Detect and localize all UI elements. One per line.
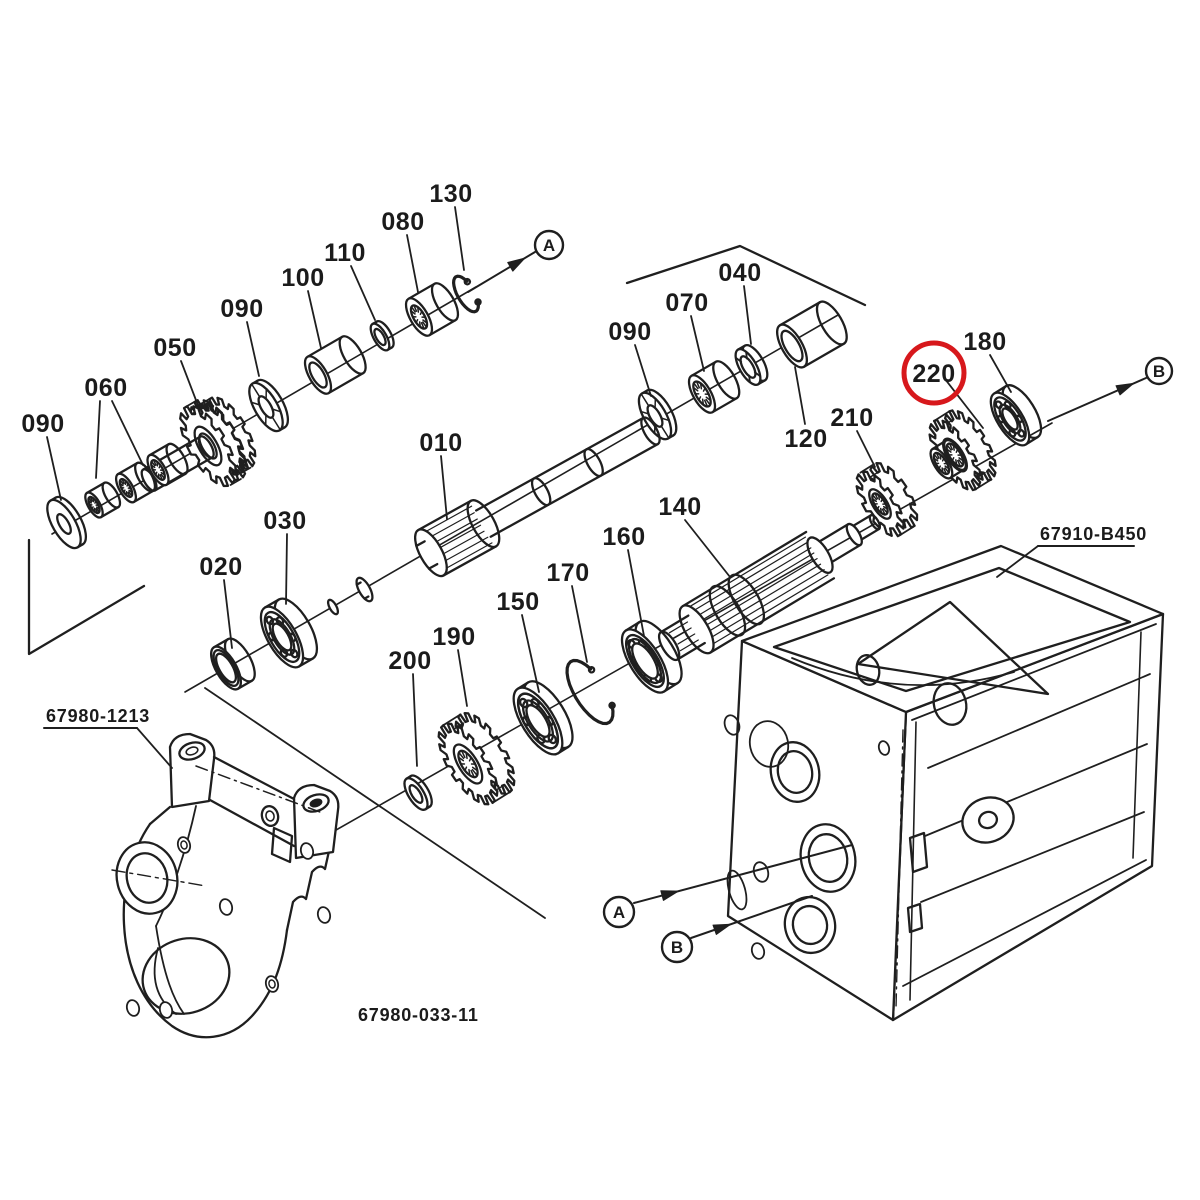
- part-120-spacer: [776, 300, 848, 369]
- part-080-needle-bearing: [404, 282, 460, 337]
- part-label-150: 150: [496, 588, 539, 616]
- part-label-060: 060: [84, 374, 127, 402]
- part-label-050: 050: [153, 334, 196, 362]
- part-170-snap-ring: [565, 658, 616, 726]
- part-110-ring: [369, 319, 395, 352]
- part-200-washer: [403, 774, 433, 811]
- view-marker-circle-B-1: [1144, 356, 1174, 386]
- part-label-100: 100: [281, 264, 324, 292]
- part-label-070: 070: [665, 289, 708, 317]
- view-marker-circle-A-2: [602, 895, 636, 929]
- part-050-gear-cluster: [140, 396, 257, 492]
- part-020-seal: [210, 637, 256, 691]
- part-210-gear: [855, 462, 919, 538]
- side-cover-drawing: [111, 732, 340, 1039]
- part-150-bearing: [512, 680, 574, 756]
- part-190-gear: [437, 712, 516, 806]
- part-060-needle-cage: [146, 442, 189, 487]
- view-marker-letter-A: A: [543, 236, 555, 255]
- part-label-030: 030: [263, 507, 306, 535]
- part-label-110: 110: [324, 239, 366, 267]
- part-label-180: 180: [963, 328, 1006, 356]
- part-180-bearing: [989, 384, 1043, 447]
- line-art: [27, 244, 1165, 1039]
- assembly-number-67910-B450: 67910-B450: [1040, 524, 1147, 544]
- assembly-number-67980-033-11: 67980-033-11: [358, 1005, 479, 1025]
- part-060-needle-cage: [114, 461, 157, 504]
- assembly-number-67980-1213: 67980-1213: [46, 706, 150, 726]
- highlight-circle-220: [901, 340, 967, 406]
- part-090-washer: [46, 495, 88, 550]
- part-label-160: 160: [602, 523, 645, 551]
- part-070-needle-bearing: [687, 360, 741, 414]
- part-100-spacer: [303, 335, 367, 395]
- view-marker-letter-B: B: [1153, 362, 1165, 381]
- part-090-washer: [637, 388, 678, 441]
- part-220-gear: [928, 409, 997, 492]
- part-label-090: 090: [608, 318, 651, 346]
- part-130-snap-ring: [451, 274, 482, 314]
- part-label-120: 120: [784, 425, 827, 453]
- part-label-170: 170: [546, 559, 589, 587]
- part-label-130: 130: [429, 180, 472, 208]
- part-090-washer: [248, 378, 290, 433]
- part-label-220: 220: [912, 360, 955, 388]
- view-marker-circle-A-0: [533, 229, 565, 261]
- part-030-bearing: [259, 597, 319, 669]
- part-010-shaft: [326, 416, 661, 616]
- part-label-090: 090: [21, 410, 64, 438]
- part-160-bearing: [620, 619, 683, 694]
- part-label-200: 200: [388, 647, 431, 675]
- part-label-080: 080: [381, 208, 424, 236]
- view-marker-letter-B: B: [671, 938, 683, 957]
- part-label-040: 040: [718, 259, 761, 287]
- part-label-190: 190: [432, 623, 475, 651]
- part-label-010: 010: [419, 429, 462, 457]
- view-marker-circle-B-3: [660, 930, 694, 964]
- transmission-case-drawing: [723, 544, 1165, 1022]
- part-140-shaft: [657, 513, 882, 662]
- part-label-020: 020: [199, 553, 242, 581]
- part-label-140: 140: [658, 493, 701, 521]
- part-label-090: 090: [220, 295, 263, 323]
- part-060-needle-cage: [84, 481, 122, 519]
- part-040-ring: [734, 344, 769, 386]
- part-label-210: 210: [830, 404, 873, 432]
- leader-lines: [43, 206, 1147, 939]
- view-marker-letter-A: A: [613, 903, 625, 922]
